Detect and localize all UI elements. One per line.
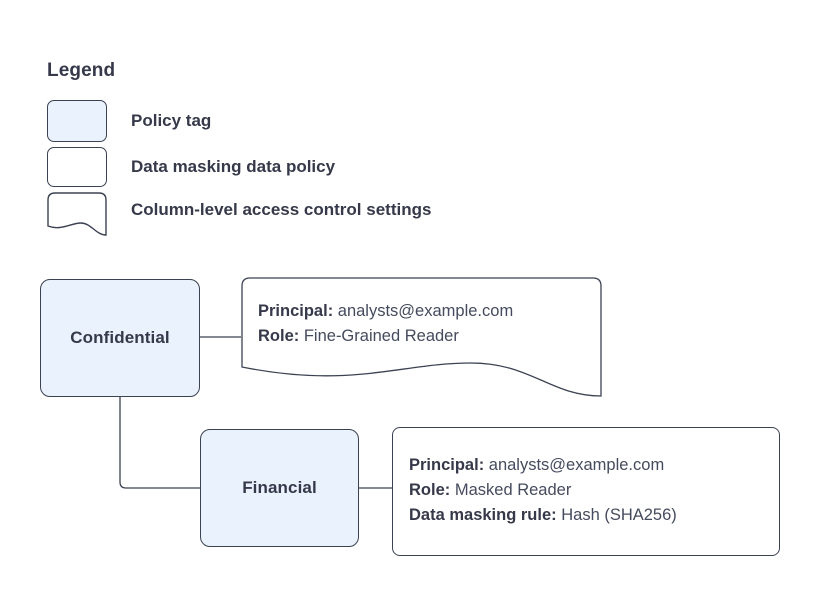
node-financial-label: Financial: [242, 478, 317, 497]
callout-financial-policy[interactable]: Principal: analysts@example.com Role: Ma…: [392, 427, 780, 556]
legend-label-policy-tag: Policy tag: [131, 111, 212, 130]
legend-item-data-masking-policy: Data masking data policy: [47, 147, 467, 187]
callout-line-key: Principal:: [409, 456, 485, 474]
callout-line-key: Role:: [258, 327, 300, 345]
callout-line: Principal: analysts@example.com: [258, 299, 513, 324]
legend-item-column-access: Column-level access control settings: [47, 192, 567, 236]
legend-item-policy-tag: Policy tag: [47, 100, 467, 142]
legend-label-data-masking-policy: Data masking data policy: [131, 157, 336, 176]
callout-confidential-access[interactable]: Principal: analysts@example.com Role: Fi…: [241, 277, 602, 399]
callout-line-value: Hash (SHA256): [561, 506, 677, 524]
callout-line: Principal: analysts@example.com: [409, 453, 677, 478]
legend-label-column-access: Column-level access control settings: [131, 200, 432, 219]
node-confidential-label: Confidential: [70, 328, 170, 347]
legend-title: Legend: [47, 60, 116, 81]
node-confidential[interactable]: Confidential: [40, 279, 200, 397]
callout-line: Role: Masked Reader: [409, 478, 677, 503]
legend-swatch-column-access: [47, 192, 107, 236]
callout-line: Role: Fine-Grained Reader: [258, 324, 513, 349]
callout-line-value: analysts@example.com: [337, 302, 514, 320]
callout-line: Data masking rule: Hash (SHA256): [409, 503, 677, 528]
callout-line-key: Data masking rule:: [409, 506, 557, 524]
callout-line-key: Principal:: [258, 302, 334, 320]
callout-line-value: Masked Reader: [454, 481, 572, 499]
legend-swatch-policy-tag: [47, 100, 107, 142]
node-financial[interactable]: Financial: [200, 429, 359, 547]
callout-line-value: Fine-Grained Reader: [303, 327, 459, 345]
callout-line-value: analysts@example.com: [488, 456, 665, 474]
legend-swatch-data-masking-policy: [47, 147, 107, 187]
callout-financial-policy-text: Principal: analysts@example.com Role: Ma…: [409, 453, 677, 528]
edge-confidential-to-financial: [119, 397, 200, 489]
callout-confidential-access-text: Principal: analysts@example.com Role: Fi…: [258, 299, 513, 349]
callout-line-key: Role:: [409, 481, 451, 499]
